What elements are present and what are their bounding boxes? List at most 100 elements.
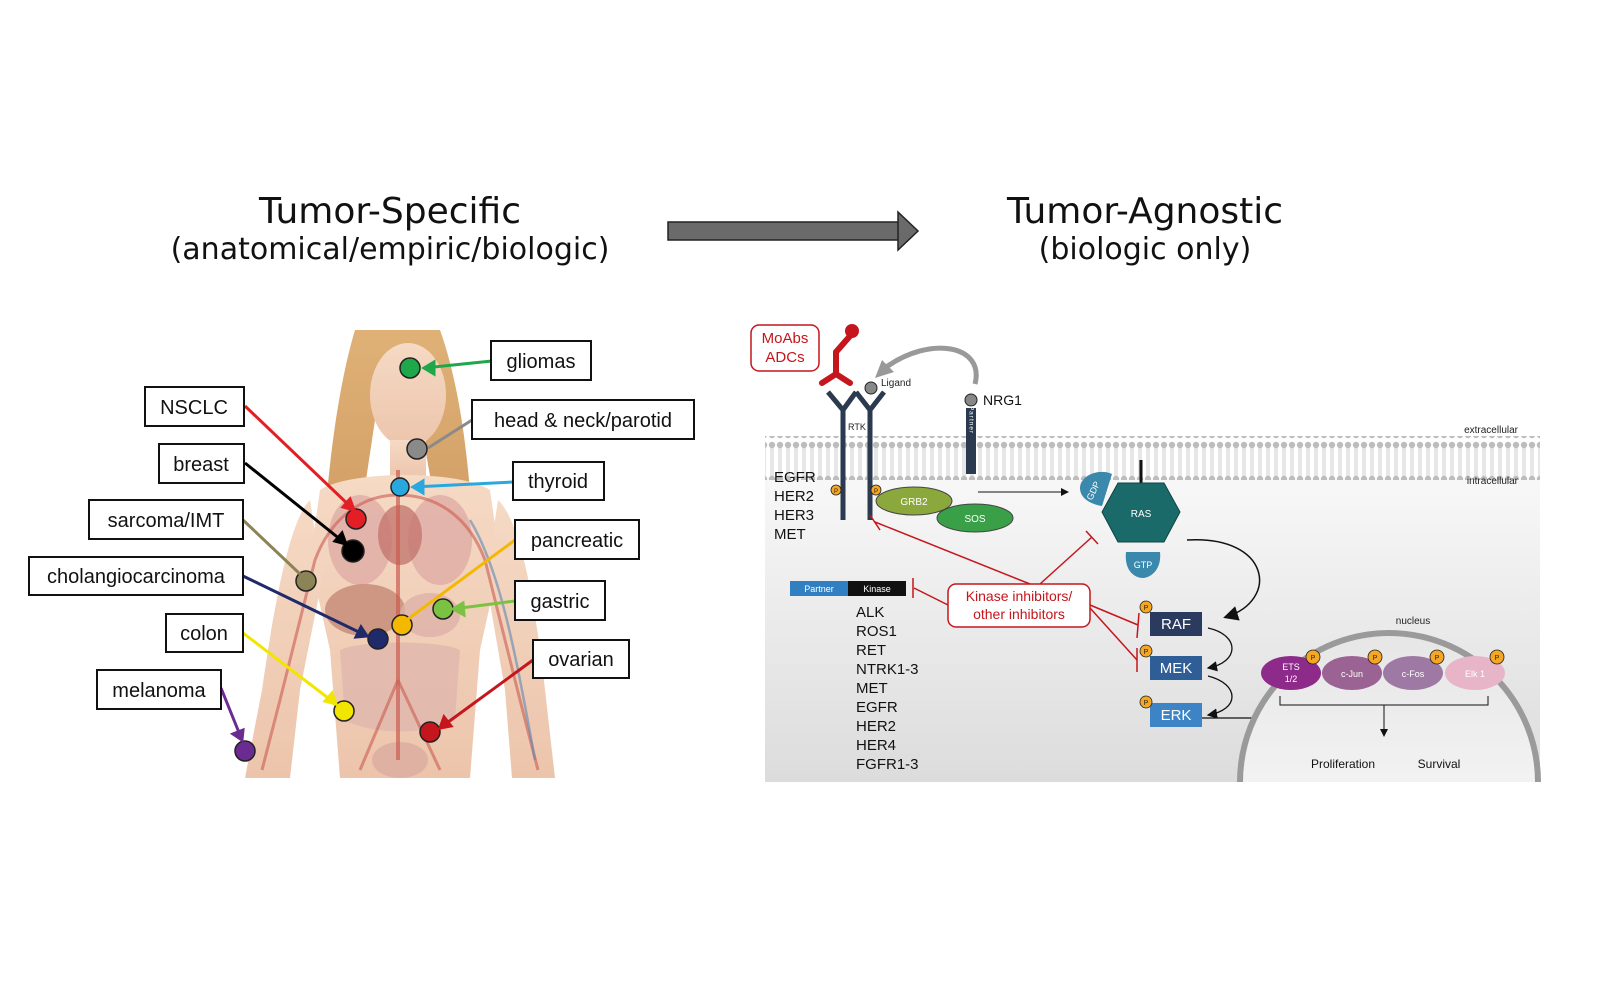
gtp-label: GTP [1134,560,1153,570]
tumor-sarcoma [295,570,317,592]
phospho-cfos-label: P [1435,655,1440,662]
fusion-target: FGFR1-3 [856,756,919,773]
receptor-list: EGFR HER2 HER3 MET [774,469,816,543]
label-nsclc: NSCLC [160,397,228,419]
fusion-partner-bar [790,581,848,596]
label-colon: colon [180,623,228,645]
sos-label: SOS [964,514,985,525]
kinase-phospho-group: P P P [1139,600,1153,709]
erk-box [1150,703,1202,727]
transition-arrow [667,210,920,252]
label-cholangio: cholangiocarcinoma [47,566,226,588]
tumor-cholangio [367,628,389,650]
label-pancreatic: pancreatic [531,530,623,552]
nrg1-partner-label: Partner [968,406,975,434]
cjun-label: c-Jun [1341,669,1363,679]
fusion-partner-label: Partner [804,584,834,594]
ligand-label: Ligand [881,378,911,389]
intracellular-label: intracellular [1467,476,1519,487]
phospho-erk [1139,695,1153,709]
gtp-icon [1125,552,1161,578]
tumor-gliomas [399,357,421,379]
nrg1-partner-bar [966,408,976,474]
left-heading: Tumor-Specific (anatomical/empiric/biolo… [140,192,640,268]
tumor-pointer-arrows [219,359,534,743]
fusion-target: ROS1 [856,623,897,640]
arrow-ras-raf [1186,539,1261,621]
nucleus-label: nucleus [1396,616,1430,627]
arrow-raf-mek [1206,627,1233,672]
extracellular-label: extracellular [1464,425,1519,436]
ets-num-label: 1/2 [1285,674,1298,684]
fusion-target: NTRK1-3 [856,661,919,678]
survival-label: Survival [1418,757,1461,771]
moabs-box [750,324,820,372]
elk-icon [1445,656,1505,690]
nrg1-label: NRG1 [983,392,1022,408]
grb2-icon [875,486,953,516]
tumor-thyroid [390,477,410,497]
fusion-target: HER4 [856,737,896,754]
label-head-neck: head & neck/parotid [494,410,672,432]
cjun-icon [1322,656,1382,690]
label-ovarian: ovarian [548,649,614,671]
label-gliomas: gliomas [507,351,576,373]
ligand-icon [864,381,878,395]
fusion-target: HER2 [856,718,896,735]
rtk-receptor [826,390,886,520]
fusion-target: MET [856,680,888,697]
receptor-her3: HER3 [774,507,814,524]
cfos-icon [1383,656,1443,690]
inhibition-lines [869,514,1140,672]
kinase-inhibitors-line2: other inhibitors [973,606,1065,622]
tf-phospho-group: P P P P [1305,649,1505,665]
receptor-her2: HER2 [774,488,814,505]
left-heading-main: Tumor-Specific [258,191,522,232]
phospho-raf-label: P [1144,605,1149,612]
curved-arrow-head [875,360,894,378]
tumor-ovarian [419,721,441,743]
receptor-met: MET [774,526,806,543]
moabs-label: MoAbs [762,330,809,347]
phospho-cjun-label: P [1373,655,1378,662]
phospho-elk [1489,649,1505,665]
cfos-label: c-Fos [1402,669,1425,679]
phospho-rtk-right-label: P [874,489,878,495]
sos-icon [936,503,1014,533]
label-sarcoma: sarcoma/IMT [108,510,225,532]
label-melanoma: melanoma [112,680,206,702]
phospho-elk-label: P [1495,655,1500,662]
receptor-egfr: EGFR [774,469,816,486]
phospho-ets-label: P [1311,655,1316,662]
antibody-payload-icon [845,324,859,338]
phospho-raf [1139,600,1153,614]
kinase-inhibitors-line1: Kinase inhibitors/ [966,588,1073,604]
fusion-target: ALK [856,604,884,621]
raf-box [1150,612,1202,636]
fusion-target: RET [856,642,886,659]
cell-membrane [765,436,1540,480]
tumor-head-neck [406,438,428,460]
tumor-label-boxes [28,340,695,710]
tumor-label-texts: gliomas head & neck/parotid thyroid panc… [47,351,672,702]
left-heading-sub: (anatomical/empiric/biologic) [170,232,610,267]
curved-arrow-nrg1 [883,345,979,385]
tumor-colon [333,700,355,722]
phospho-rtk-left [830,484,842,496]
label-gastric: gastric [531,591,590,613]
phospho-rtk-left-label: P [834,489,838,495]
elk-label: Elk 1 [1465,669,1485,679]
phospho-cjun [1367,649,1383,665]
rtk-label: RTK [848,422,866,432]
ets-label: ETS [1282,662,1300,672]
ras-label: RAS [1131,509,1152,520]
tumor-melanoma [234,740,256,762]
antibody-icon [819,333,853,386]
tumor-nsclc [345,508,367,530]
proliferation-label: Proliferation [1311,757,1375,771]
erk-label: ERK [1161,707,1192,724]
right-heading-main: Tumor-Agnostic [1006,191,1284,232]
tumor-markers [234,357,454,762]
right-heading: Tumor-Agnostic (biologic only) [930,192,1360,268]
